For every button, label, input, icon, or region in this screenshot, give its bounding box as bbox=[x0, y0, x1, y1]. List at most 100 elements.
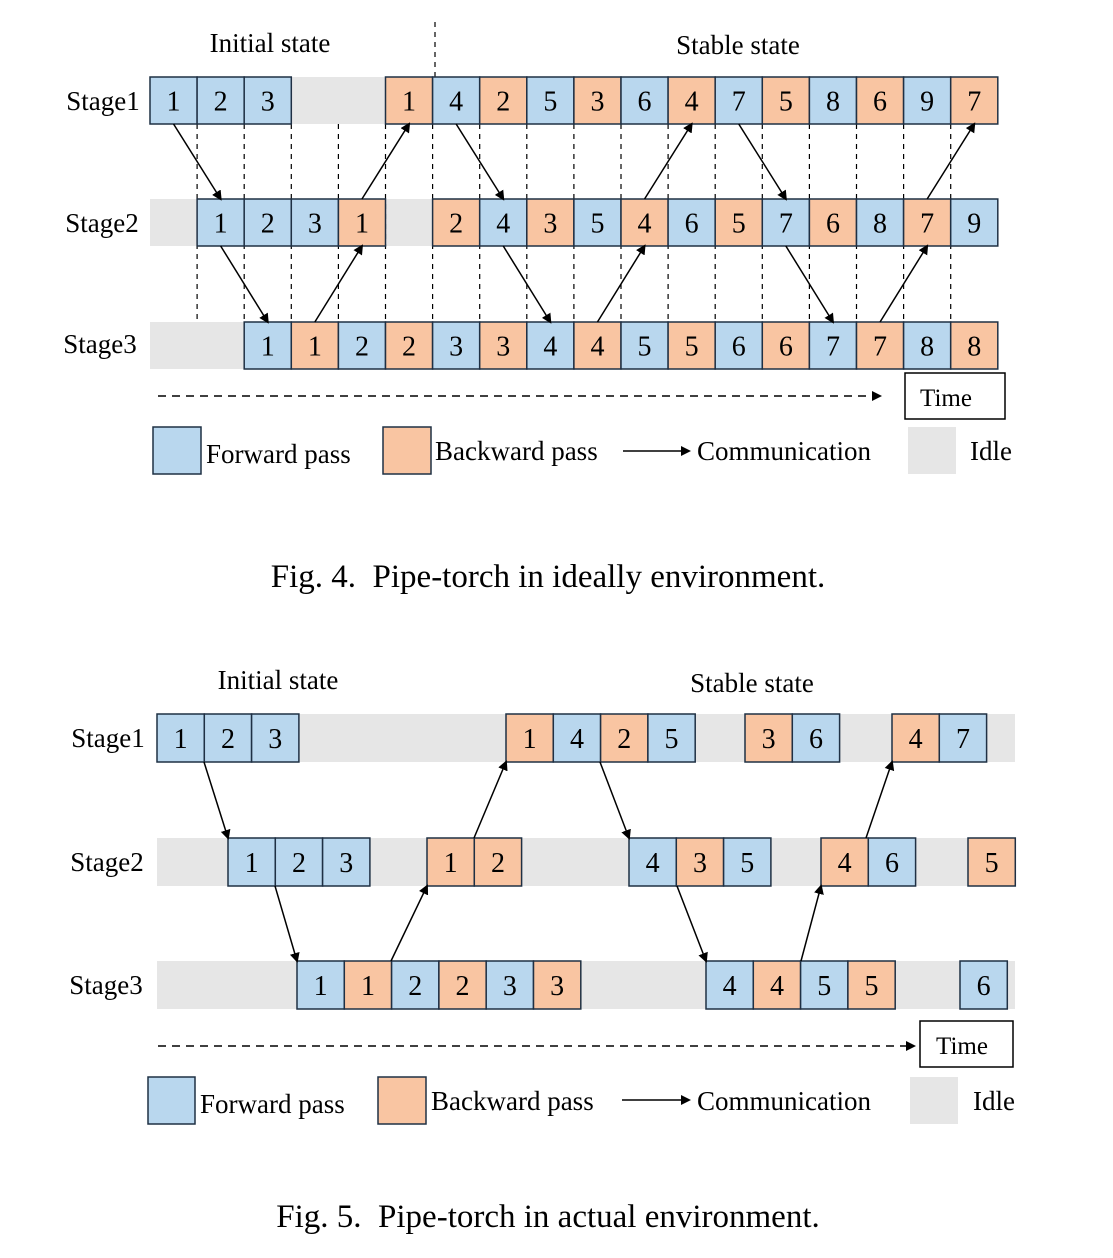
fig4-legend-idle-swatch bbox=[908, 427, 956, 474]
fig4-stage3-forward-cell-label: 4 bbox=[543, 332, 557, 363]
fig4-stage1-backward-cell bbox=[384, 76, 434, 125]
fig5-stage3-label: Stage3 bbox=[69, 970, 143, 1000]
fig5-communication-arrow bbox=[800, 884, 824, 962]
fig5-legend-backward-swatch bbox=[377, 1076, 427, 1125]
fig4-legend-backward-label: Backward pass bbox=[435, 436, 598, 466]
fig5-stage2-label: Stage2 bbox=[70, 847, 144, 877]
fig5-communication-arrow bbox=[865, 760, 895, 839]
fig4-communication-arrow bbox=[172, 123, 222, 201]
fig4-legend-backward-swatch bbox=[382, 426, 432, 475]
fig4-stage2-forward-cell-label: 2 bbox=[261, 209, 275, 240]
fig5-stage3-backward-cell bbox=[343, 960, 393, 1010]
fig4-stage1-backward-cell-label: 7 bbox=[967, 87, 981, 118]
fig4-communication-arrow bbox=[643, 122, 693, 200]
fig5-stage1-forward-cell-label: 6 bbox=[809, 724, 823, 755]
fig4-stage1-backward-cell-label: 1 bbox=[402, 87, 416, 118]
fig5-time-box bbox=[919, 1020, 1014, 1068]
fig4-stable-state-label: Stable state bbox=[676, 30, 800, 60]
fig4-stage2-forward-cell-label: 6 bbox=[685, 209, 699, 240]
fig4-stage1-forward-cell-label: 9 bbox=[920, 87, 934, 118]
fig5-communication-arrow bbox=[676, 885, 708, 963]
fig5-stage2-forward-cell bbox=[867, 837, 917, 887]
fig5-stage1-backward-cell bbox=[891, 713, 941, 763]
fig5-time-label: Time bbox=[936, 1033, 988, 1060]
fig4-stage2-backward-cell-label: 6 bbox=[826, 209, 840, 240]
fig4-communication-arrow bbox=[361, 122, 411, 200]
fig4-stage3-forward-cell-label: 2 bbox=[355, 332, 369, 363]
fig4-stage1-forward-cell-label: 7 bbox=[732, 87, 746, 118]
fig4-stage2-label: Stage2 bbox=[65, 208, 139, 238]
fig5-stage2-backward-cell bbox=[820, 837, 870, 887]
fig4-stage1-backward-cell-label: 2 bbox=[496, 87, 510, 118]
fig4-communication-arrow bbox=[879, 244, 929, 323]
fig4-stage1-forward-cell-label: 6 bbox=[638, 87, 652, 118]
fig4-time-label: Time bbox=[920, 385, 972, 412]
fig4-stage3-forward-cell-label: 3 bbox=[449, 332, 463, 363]
fig4-stage1-label: Stage1 bbox=[66, 86, 140, 116]
fig4-stage3-forward-cell bbox=[620, 321, 669, 370]
fig4-stage2-forward-cell-label: 4 bbox=[496, 209, 510, 240]
fig5-stage2-forward-cell-label: 6 bbox=[885, 848, 899, 879]
fig4-time-box bbox=[904, 372, 1006, 420]
fig4-stage1-forward-cell bbox=[808, 76, 858, 125]
fig4-stage1-forward-cell-label: 1 bbox=[167, 87, 181, 118]
fig4-stage3-backward-cell bbox=[855, 321, 905, 370]
fig4-stage3-backward-cell-label: 4 bbox=[590, 332, 604, 363]
fig4-communication-arrow bbox=[596, 244, 646, 323]
fig4-stage2-backward-cell bbox=[337, 198, 387, 247]
fig5-stage2-forward-cell-label: 1 bbox=[245, 848, 259, 879]
fig5-stable-state-label: Stable state bbox=[690, 668, 814, 698]
fig5-stage2-forward-cell-label: 2 bbox=[292, 848, 306, 879]
fig4-stage1-forward-cell-label: 4 bbox=[449, 87, 463, 118]
fig5-stage2-backward-cell-label: 4 bbox=[838, 848, 852, 879]
fig5-stage1-forward-cell bbox=[156, 713, 206, 763]
fig5-stage3-forward-cell-label: 3 bbox=[503, 971, 517, 1002]
fig4-stage1-forward-cell-label: 3 bbox=[261, 87, 275, 118]
fig4-stage2-forward-cell-label: 5 bbox=[590, 209, 604, 240]
fig4-communication-arrow bbox=[455, 123, 505, 201]
fig4-stage2-forward-cell bbox=[949, 198, 999, 247]
fig5-legend-forward-label: Forward pass bbox=[200, 1089, 345, 1119]
fig5-communication-arrow bbox=[390, 884, 429, 962]
fig4-communication-arrow bbox=[220, 245, 269, 324]
fig5-stage1-backward-cell-label: 1 bbox=[523, 724, 537, 755]
fig5-communication-arrow bbox=[274, 885, 300, 963]
fig4-stage1-backward-cell-label: 3 bbox=[590, 87, 604, 118]
fig5-stage1-backward-cell-label: 2 bbox=[617, 724, 631, 755]
fig4-stage2-backward-cell-label: 5 bbox=[732, 209, 746, 240]
fig4-stage1-backward-cell bbox=[949, 76, 999, 125]
fig4-stage1-forward-cell bbox=[526, 76, 575, 125]
fig4-stage3-forward-cell-label: 6 bbox=[732, 332, 746, 363]
fig4-stage1-forward-cell bbox=[243, 76, 293, 125]
fig5-stage3-forward-cell bbox=[390, 960, 440, 1010]
fig5-stage1-forward-cell bbox=[203, 713, 253, 763]
fig5-legend-backward-label: Backward pass bbox=[431, 1086, 594, 1116]
fig5-stage1-forward-cell-label: 3 bbox=[268, 724, 282, 755]
fig5-stage2-backward-cell-label: 3 bbox=[693, 848, 707, 879]
fig4-stage2-forward-cell-label: 7 bbox=[779, 209, 793, 240]
fig4-stage3-backward-cell-label: 2 bbox=[402, 332, 416, 363]
fig4-stage1-forward-cell bbox=[620, 76, 669, 125]
fig4-stage2-forward-cell bbox=[243, 198, 293, 247]
fig5-stage1-forward-cell bbox=[552, 713, 602, 763]
fig4-stage1-backward-cell-label: 5 bbox=[779, 87, 793, 118]
fig4-stage1-backward-cell-label: 6 bbox=[873, 87, 887, 118]
fig4-stage3-backward-cell bbox=[573, 321, 622, 370]
fig5-stage1-forward-cell bbox=[791, 713, 841, 763]
fig5-stage2-forward-cell bbox=[321, 837, 371, 887]
fig4-stage3-backward-cell-label: 1 bbox=[308, 332, 322, 363]
fig4-stage1-backward-cell bbox=[667, 76, 716, 125]
fig5-stage1-forward-cell-label: 7 bbox=[956, 724, 970, 755]
fig5-stage3-forward-cell bbox=[959, 960, 1009, 1010]
fig4-caption: Fig. 4. Pipe-torch in ideally environmen… bbox=[271, 559, 826, 595]
fig5-stage3-backward-cell bbox=[532, 960, 582, 1010]
fig5-caption: Fig. 5. Pipe-torch in actual environment… bbox=[276, 1199, 819, 1235]
fig5-stage2-forward-cell bbox=[722, 837, 772, 887]
fig4-stage1-forward-cell bbox=[714, 76, 764, 125]
fig4-communication-arrow bbox=[314, 244, 364, 323]
fig5-legend-idle-label: Idle bbox=[973, 1086, 1015, 1116]
fig5-stage2-forward-cell bbox=[274, 837, 324, 887]
